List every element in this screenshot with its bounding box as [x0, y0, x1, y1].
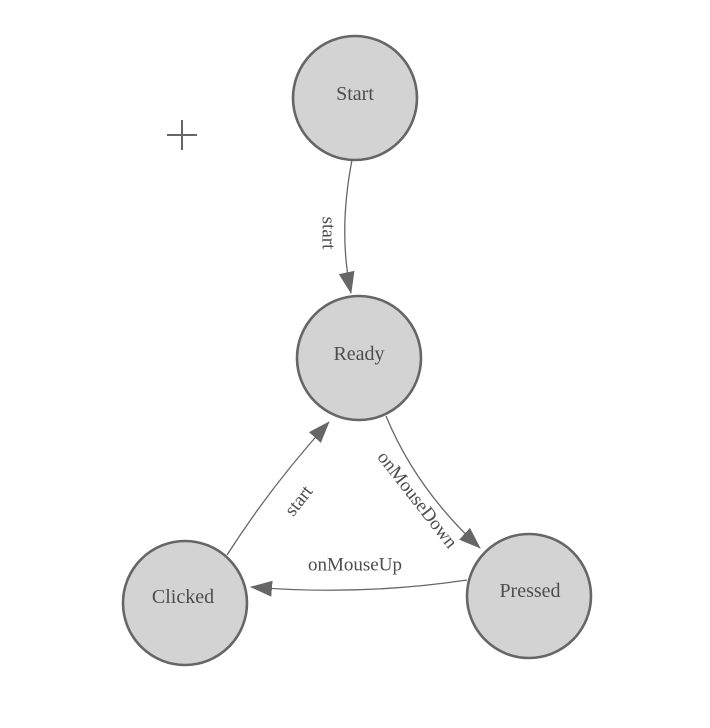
node-ready-label: Ready — [333, 343, 384, 365]
edge-ready-to-pressed[interactable] — [385, 415, 481, 549]
node-ready-circle[interactable] — [295, 294, 423, 422]
node-ready[interactable]: Ready — [295, 294, 423, 422]
node-pressed-circle[interactable] — [465, 532, 593, 660]
edge-label-start-to-ready: start — [318, 217, 339, 250]
node-start-circle[interactable] — [291, 34, 419, 162]
edge-start-to-ready[interactable] — [338, 159, 355, 294]
edge-clicked-to-ready[interactable] — [226, 421, 330, 556]
edge-label-clicked-to-ready: start — [281, 481, 318, 520]
node-pressed[interactable]: Pressed — [465, 532, 593, 660]
edge-label-pressed-to-clicked: onMouseUp — [308, 555, 402, 576]
node-pressed-label: Pressed — [499, 580, 560, 602]
edge-pressed-to-clicked[interactable] — [250, 579, 468, 597]
edge-label-ready-to-pressed: onMouseDown — [373, 447, 462, 553]
node-clicked[interactable]: Clicked — [121, 539, 249, 667]
plus-crosshair-icon — [167, 120, 197, 150]
node-clicked-circle[interactable] — [121, 539, 249, 667]
node-clicked-label: Clicked — [152, 586, 214, 608]
node-start[interactable]: Start — [291, 34, 419, 162]
node-start-label: Start — [336, 83, 374, 105]
